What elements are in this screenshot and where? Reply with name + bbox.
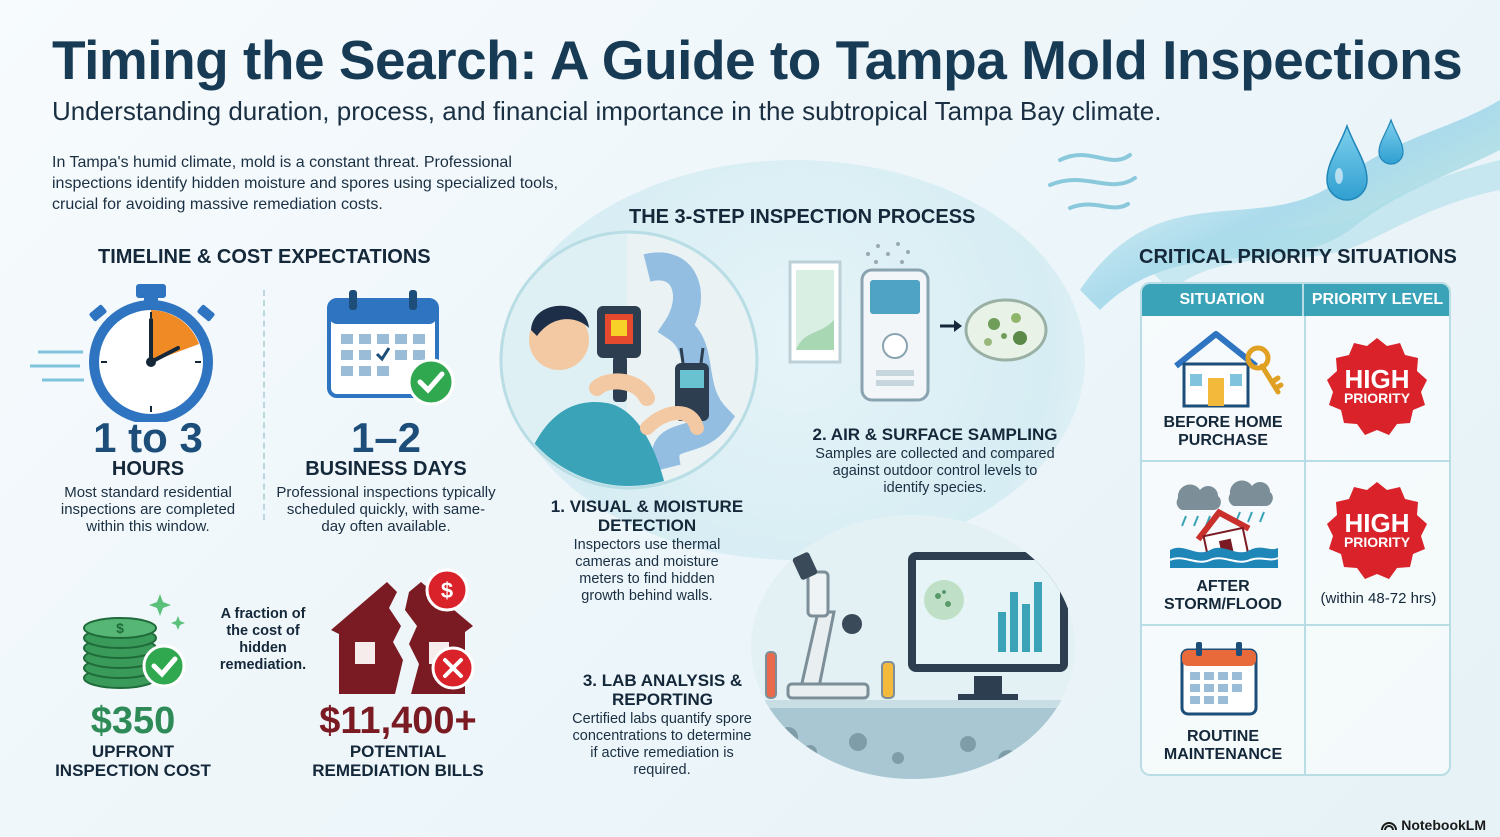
duration-value: 1 to 3 <box>93 414 203 461</box>
situation-after-storm: AFTER STORM/FLOOD <box>1164 578 1282 613</box>
step-1-title: 1. VISUAL & MOISTURE DETECTION <box>550 497 744 535</box>
page-subtitle: Understanding duration, process, and fin… <box>52 96 1162 126</box>
priority-badge-top: HIGH <box>1344 508 1410 538</box>
scheduling-unit: BUSINESS DAYS <box>305 458 467 480</box>
cost-comparison-note: A fraction of the cost of hidden remedia… <box>219 606 307 673</box>
process-heading: THE 3-STEP INSPECTION PROCESS <box>629 206 976 228</box>
upfront-cost-label: UPFRONT INSPECTION COST <box>55 742 211 780</box>
brand-name: NotebookLM <box>1401 817 1486 833</box>
broken-house-icon: $ <box>331 568 475 694</box>
svg-text:$: $ <box>116 620 124 636</box>
money-stack-icon: $ <box>83 594 186 689</box>
step-2-desc: Samples are collected and compared again… <box>815 446 1055 496</box>
step-3-desc: Certified labs quantify spore concentrat… <box>572 711 752 778</box>
lab-analysis-illustration <box>751 515 1075 779</box>
situation-routine-maintenance: ROUTINE MAINTENANCE <box>1163 728 1283 763</box>
priority-timeframe-note: (within 48-72 hrs) <box>1320 590 1437 607</box>
column-header-situation: SITUATION <box>1142 284 1304 316</box>
stopwatch-icon <box>30 284 215 422</box>
scheduling-desc: Professional inspections typically sched… <box>276 484 496 535</box>
high-priority-badge <box>1327 482 1427 579</box>
table-row-divider <box>1142 624 1449 626</box>
calendar-check-icon <box>327 290 455 406</box>
timeline-heading: TIMELINE & COST EXPECTATIONS <box>98 246 431 268</box>
house-key-icon <box>1174 331 1284 408</box>
intro-paragraph: In Tampa's humid climate, mold is a cons… <box>52 154 559 213</box>
air-sampler-petri-illustration <box>788 242 1048 402</box>
notebooklm-logo-icon <box>1381 822 1398 831</box>
table-row-divider <box>1142 460 1449 462</box>
step-2-title: 2. AIR & SURFACE SAMPLING <box>812 425 1058 444</box>
priority-table: SITUATION PRIORITY LEVEL BEFORE HOME PUR… <box>1140 282 1451 776</box>
svg-text:$: $ <box>441 578 453 603</box>
priority-heading: CRITICAL PRIORITY SITUATIONS <box>1139 246 1457 268</box>
step-1-desc: Inspectors use thermal cameras and moist… <box>573 537 721 604</box>
thermal-camera-inspector-illustration <box>499 230 759 490</box>
page-title: Timing the Search: A Guide to Tampa Mold… <box>52 29 1463 91</box>
situation-before-purchase: BEFORE HOME PURCHASE <box>1163 414 1283 449</box>
scheduling-value: 1–2 <box>350 414 422 461</box>
remediation-cost-value: $11,400+ <box>319 700 477 742</box>
priority-badge-bottom: PRIORITY <box>1343 390 1411 406</box>
priority-table-header: SITUATION PRIORITY LEVEL <box>1142 284 1449 316</box>
table-column-divider <box>1304 316 1306 774</box>
priority-badge-bottom: PRIORITY <box>1343 534 1411 550</box>
section-divider <box>263 290 265 520</box>
upfront-cost-value: $350 <box>90 700 176 742</box>
storm-flood-house-icon <box>1170 480 1278 568</box>
duration-desc: Most standard residential inspections ar… <box>60 484 236 535</box>
calendar-icon <box>1180 642 1258 716</box>
water-drop-icon <box>1326 118 1404 201</box>
step-3-title: 3. LAB ANALYSIS & REPORTING <box>582 671 743 709</box>
high-priority-badge <box>1327 338 1427 435</box>
priority-badge-top: HIGH <box>1344 364 1410 394</box>
column-header-priority: PRIORITY LEVEL <box>1311 291 1444 308</box>
brand-footer: NotebookLM <box>1381 817 1486 833</box>
remediation-cost-label: POTENTIAL REMEDIATION BILLS <box>312 742 484 780</box>
duration-unit: HOURS <box>111 458 185 480</box>
